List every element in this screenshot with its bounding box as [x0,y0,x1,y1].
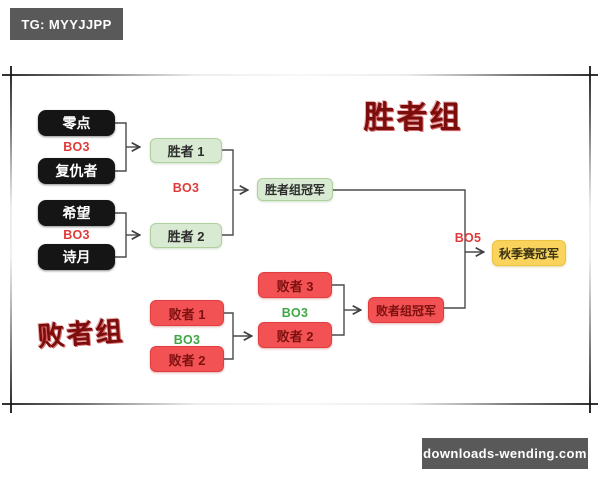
team-box-winners-m1-top: 零点 [38,110,115,136]
telegram-watermark-badge: TG: MYYJJPP [10,8,123,40]
match-format-label-losers-r1: BO3 [173,333,201,347]
winners-group-title: 胜者组 [363,100,463,135]
match-format-label-winners-m2: BO3 [63,228,90,242]
loser3-box: 败者 3 [258,272,332,298]
loser2b-box: 败者 2 [258,322,332,348]
match-format-label-winners-final: BO3 [172,181,200,195]
match-format-label-winners-m1: BO3 [63,140,90,154]
loser2-box: 败者 2 [150,346,224,372]
grand-final-format-label: BO5 [454,231,482,245]
losers-group-title: 败者组 [36,316,126,352]
winner1-box: 胜者 1 [150,138,222,163]
losers-group-champion-box: 败者组冠军 [368,297,444,323]
team-box-winners-m1-bottom: 复仇者 [38,158,115,184]
season-champion-box: 秋季赛冠军 [492,240,566,266]
match-format-label-losers-r2: BO3 [281,306,309,320]
team-box-winners-m2-bottom: 诗月 [38,244,115,270]
winner2-box: 胜者 2 [150,223,222,248]
website-watermark-badge: downloads-wending.com [422,438,588,469]
winners-group-champion-box: 胜者组冠军 [257,178,333,201]
team-box-winners-m2-top: 希望 [38,200,115,226]
loser1-box: 败者 1 [150,300,224,326]
